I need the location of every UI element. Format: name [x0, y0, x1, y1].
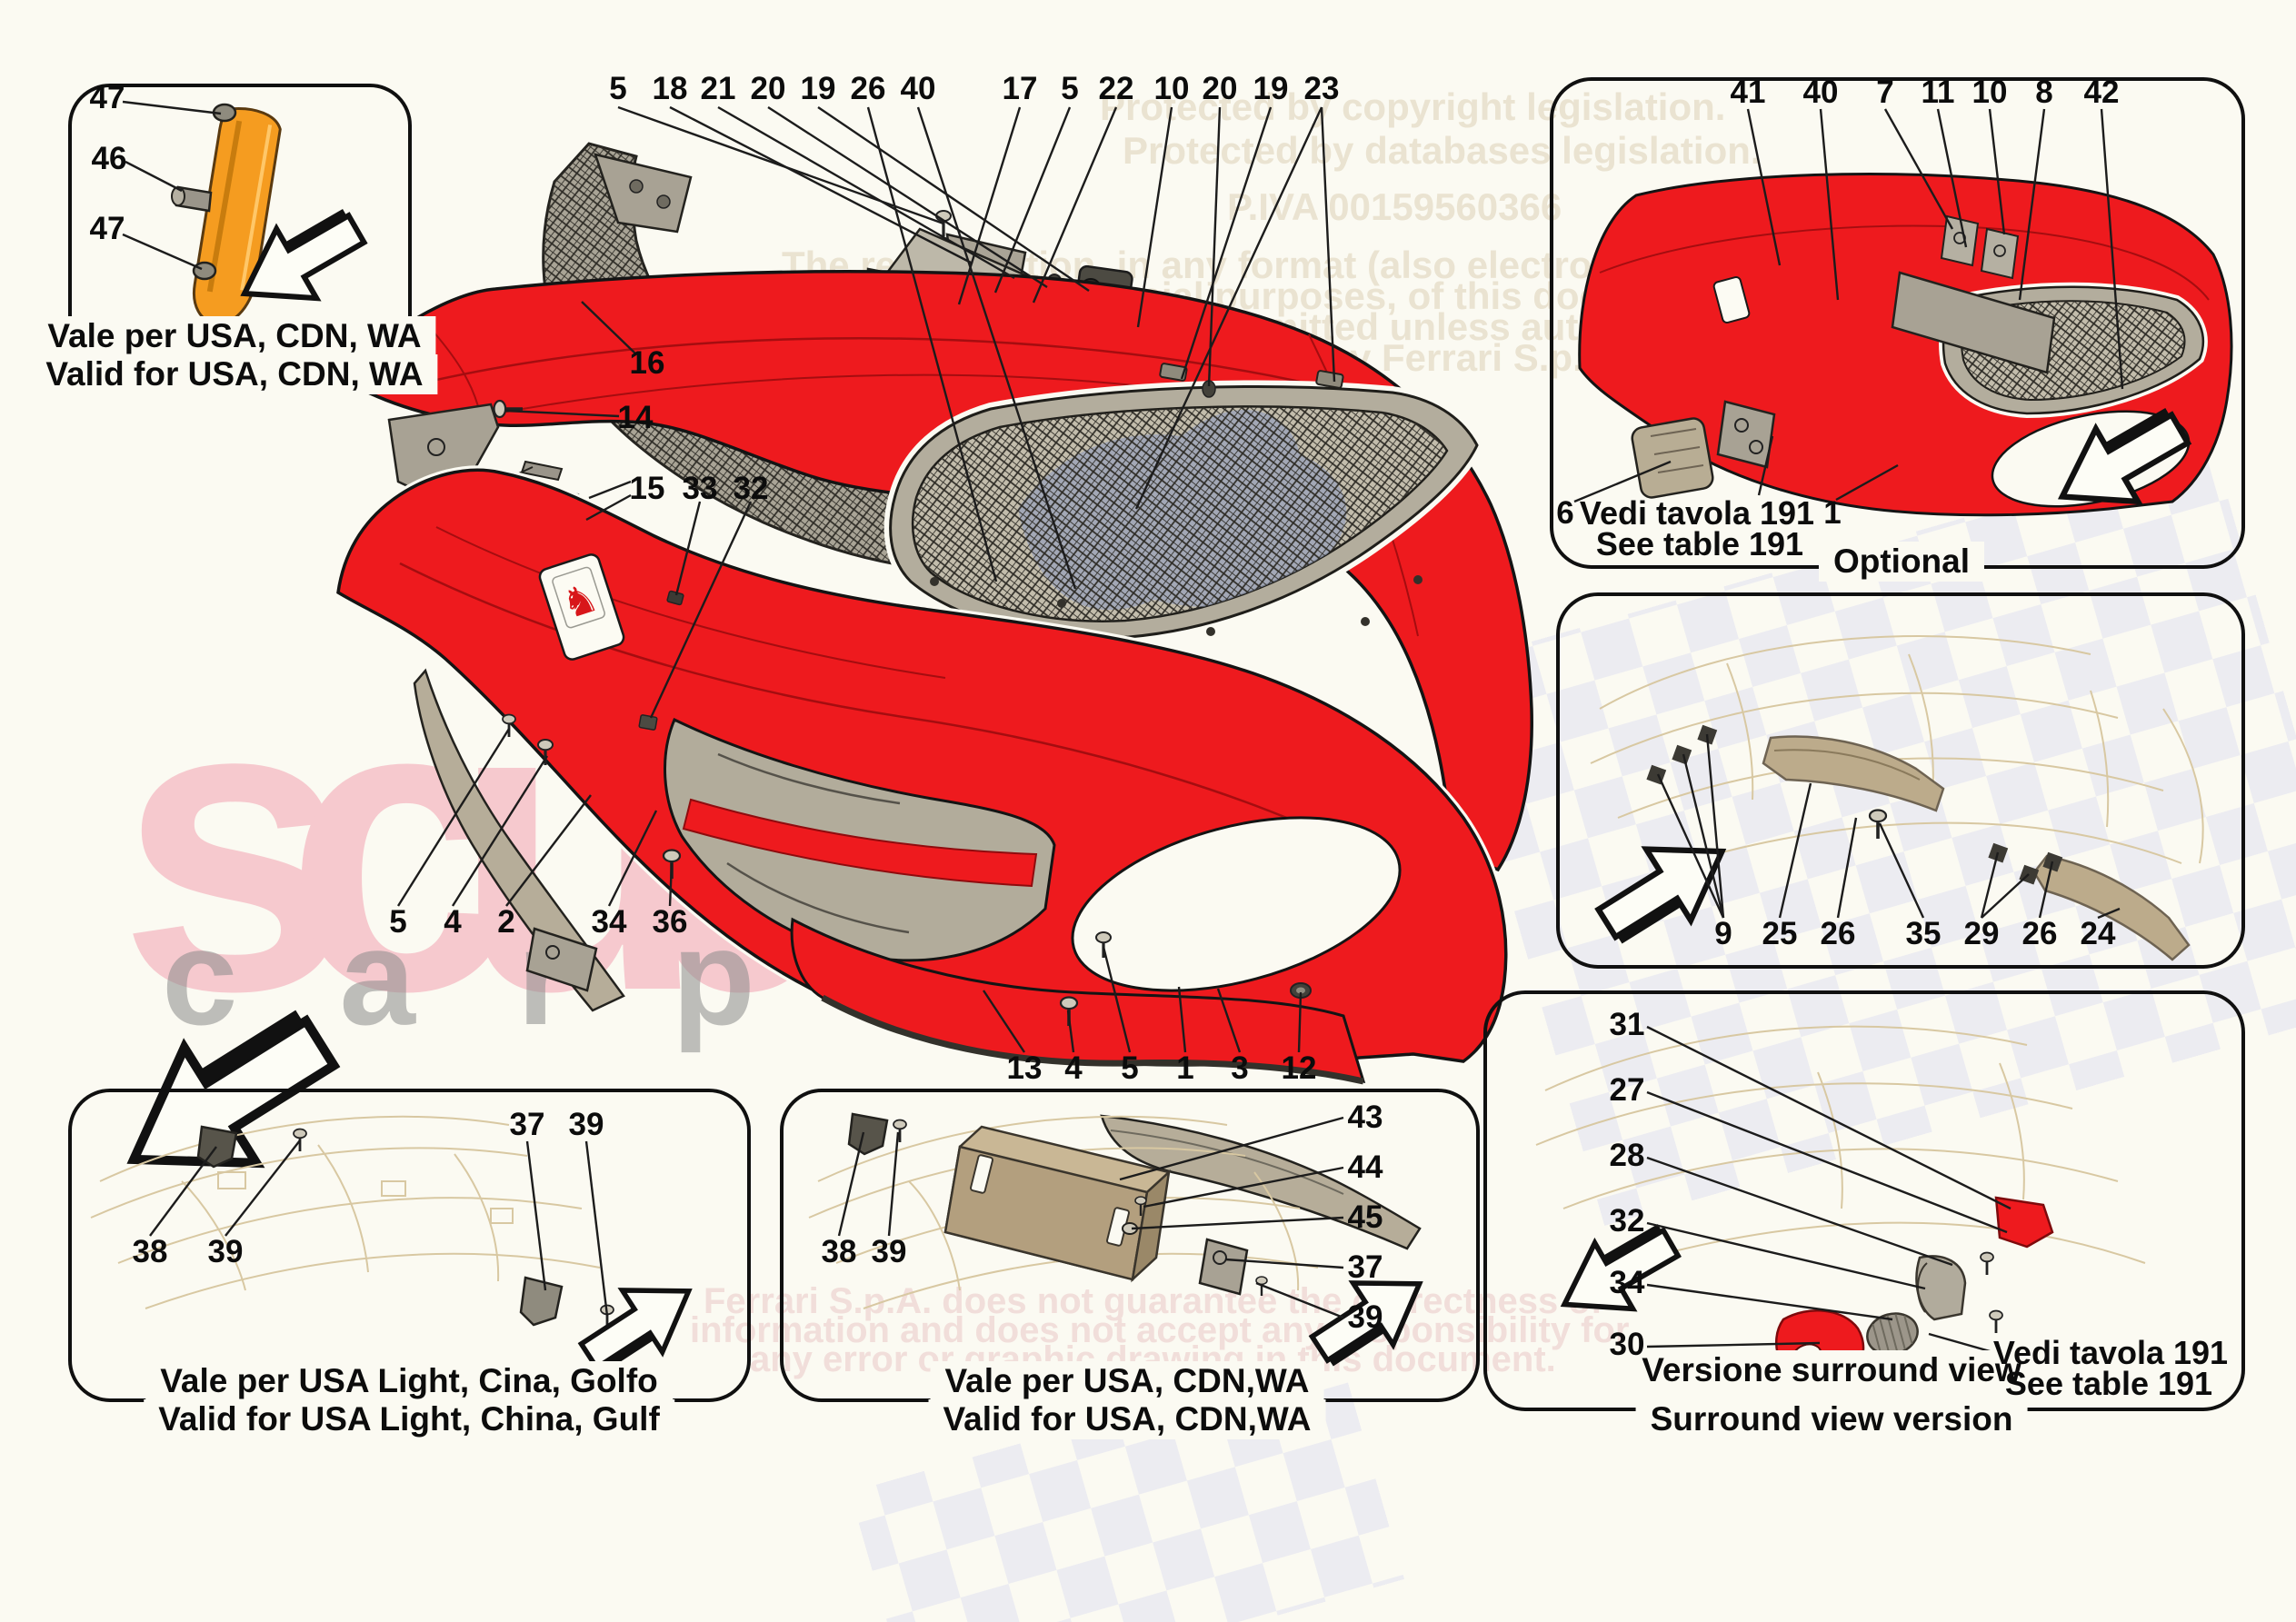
callout-main-15: 15	[629, 471, 665, 506]
caption-usa-marker-it: Vale per USA, CDN, WA	[33, 316, 436, 356]
callout-main-5: 5	[1061, 71, 1079, 106]
callout-usa_cdn-39: 39	[1347, 1299, 1383, 1335]
callout-surround-28: 28	[1609, 1138, 1645, 1173]
callout-main-10: 10	[1153, 71, 1190, 106]
callout-main-12: 12	[1281, 1050, 1317, 1086]
callout-main-26: 26	[850, 71, 886, 106]
callout-usa_light-37: 37	[509, 1107, 545, 1142]
callout-main-4: 4	[444, 904, 462, 940]
caption-optional: Optional	[1818, 542, 1985, 582]
callout-main-16: 16	[629, 345, 665, 381]
callout-main-23: 23	[1303, 71, 1340, 106]
callout-main-5: 5	[609, 71, 627, 106]
callout-usa_light-39: 39	[568, 1107, 604, 1142]
main-bumper-lower: ♞	[333, 465, 1511, 1070]
callout-usa_cdn-43: 43	[1347, 1100, 1383, 1135]
callout-usa_cdn-37: 37	[1347, 1249, 1383, 1285]
callout-main-5: 5	[1121, 1050, 1139, 1086]
callout-main-4: 4	[1064, 1050, 1083, 1086]
callout-optional-42: 42	[2083, 75, 2120, 110]
callout-trim-9: 9	[1714, 916, 1732, 951]
callout-optional-1: 1	[1823, 495, 1842, 531]
callout-optional-10: 10	[1972, 75, 2008, 110]
callout-surround-32: 32	[1609, 1203, 1645, 1239]
caption-usa-light-en: Valid for USA Light, China, Gulf	[144, 1399, 674, 1439]
callout-main-14: 14	[617, 400, 654, 435]
callout-optional-41: 41	[1730, 75, 1766, 110]
callout-main-3: 3	[1231, 1050, 1249, 1086]
callout-main-40: 40	[900, 71, 936, 106]
callout-main-22: 22	[1098, 71, 1134, 106]
callout-optional-40: 40	[1802, 75, 1839, 110]
caption-usa-cdn-en: Valid for USA, CDN,WA	[928, 1399, 1326, 1439]
callout-trim-26: 26	[1820, 916, 1856, 951]
callout-main-33: 33	[682, 471, 718, 506]
callout-usa_marker-47: 47	[89, 211, 125, 246]
caption-surround-it: Versione surround view	[1627, 1350, 2036, 1390]
legal-text: Ferrari S.p.A. does not guarantee the co…	[704, 1281, 1603, 1321]
callout-surround-30: 30	[1609, 1327, 1645, 1362]
callout-trim-26: 26	[2021, 916, 2058, 951]
callout-trim-29: 29	[1963, 916, 2000, 951]
callout-optional-8: 8	[2035, 75, 2053, 110]
callout-main-13: 13	[1006, 1050, 1043, 1086]
caption-usa-marker-en: Valid for USA, CDN, WA	[31, 354, 438, 394]
callout-usa_cdn-45: 45	[1347, 1199, 1383, 1235]
surround-vedi-it: Vedi tavola 191	[1992, 1334, 2229, 1371]
callout-main-32: 32	[733, 471, 769, 506]
callout-main-1: 1	[1176, 1050, 1194, 1086]
callout-surround-34: 34	[1609, 1265, 1645, 1300]
caption-usa-cdn-it: Vale per USA, CDN,WA	[930, 1361, 1324, 1401]
callout-main-19: 19	[800, 71, 836, 106]
callout-main-20: 20	[1202, 71, 1238, 106]
callout-trim-24: 24	[2080, 916, 2116, 951]
callout-main-17: 17	[1002, 71, 1038, 106]
callout-main-2: 2	[497, 904, 515, 940]
callout-main-18: 18	[652, 71, 688, 106]
callout-optional-6: 6	[1556, 495, 1574, 531]
box-trim	[1556, 592, 2245, 969]
box-usa-light	[68, 1089, 751, 1402]
callout-usa_light-39: 39	[207, 1234, 244, 1269]
callout-usa_marker-47: 47	[89, 80, 125, 115]
callout-trim-35: 35	[1905, 916, 1942, 951]
callout-main-36: 36	[652, 904, 688, 940]
callout-trim-25: 25	[1762, 916, 1798, 951]
optional-vedi-en: See table 191	[1595, 525, 1804, 562]
callout-optional-7: 7	[1876, 75, 1894, 110]
callout-optional-11: 11	[1921, 75, 1955, 110]
callout-usa_cdn-44: 44	[1347, 1149, 1383, 1185]
callout-main-19: 19	[1253, 71, 1289, 106]
callout-usa_cdn-38: 38	[821, 1234, 857, 1269]
callout-main-21: 21	[700, 71, 736, 106]
legal-text: information and does not accept any resp…	[690, 1310, 1630, 1350]
caption-usa-light-it: Vale per USA Light, Cina, Golfo	[145, 1361, 673, 1401]
callout-usa_light-38: 38	[132, 1234, 168, 1269]
callout-surround-27: 27	[1609, 1072, 1645, 1108]
callout-usa_marker-46: 46	[91, 141, 127, 176]
surround-vedi-en: See table 191	[2004, 1365, 2213, 1402]
callout-main-5: 5	[389, 904, 407, 940]
callout-main-20: 20	[750, 71, 786, 106]
callout-surround-31: 31	[1609, 1007, 1645, 1042]
callout-main-34: 34	[591, 904, 627, 940]
callout-usa_cdn-39: 39	[871, 1234, 907, 1269]
caption-surround-en: Surround view version	[1635, 1399, 2028, 1439]
